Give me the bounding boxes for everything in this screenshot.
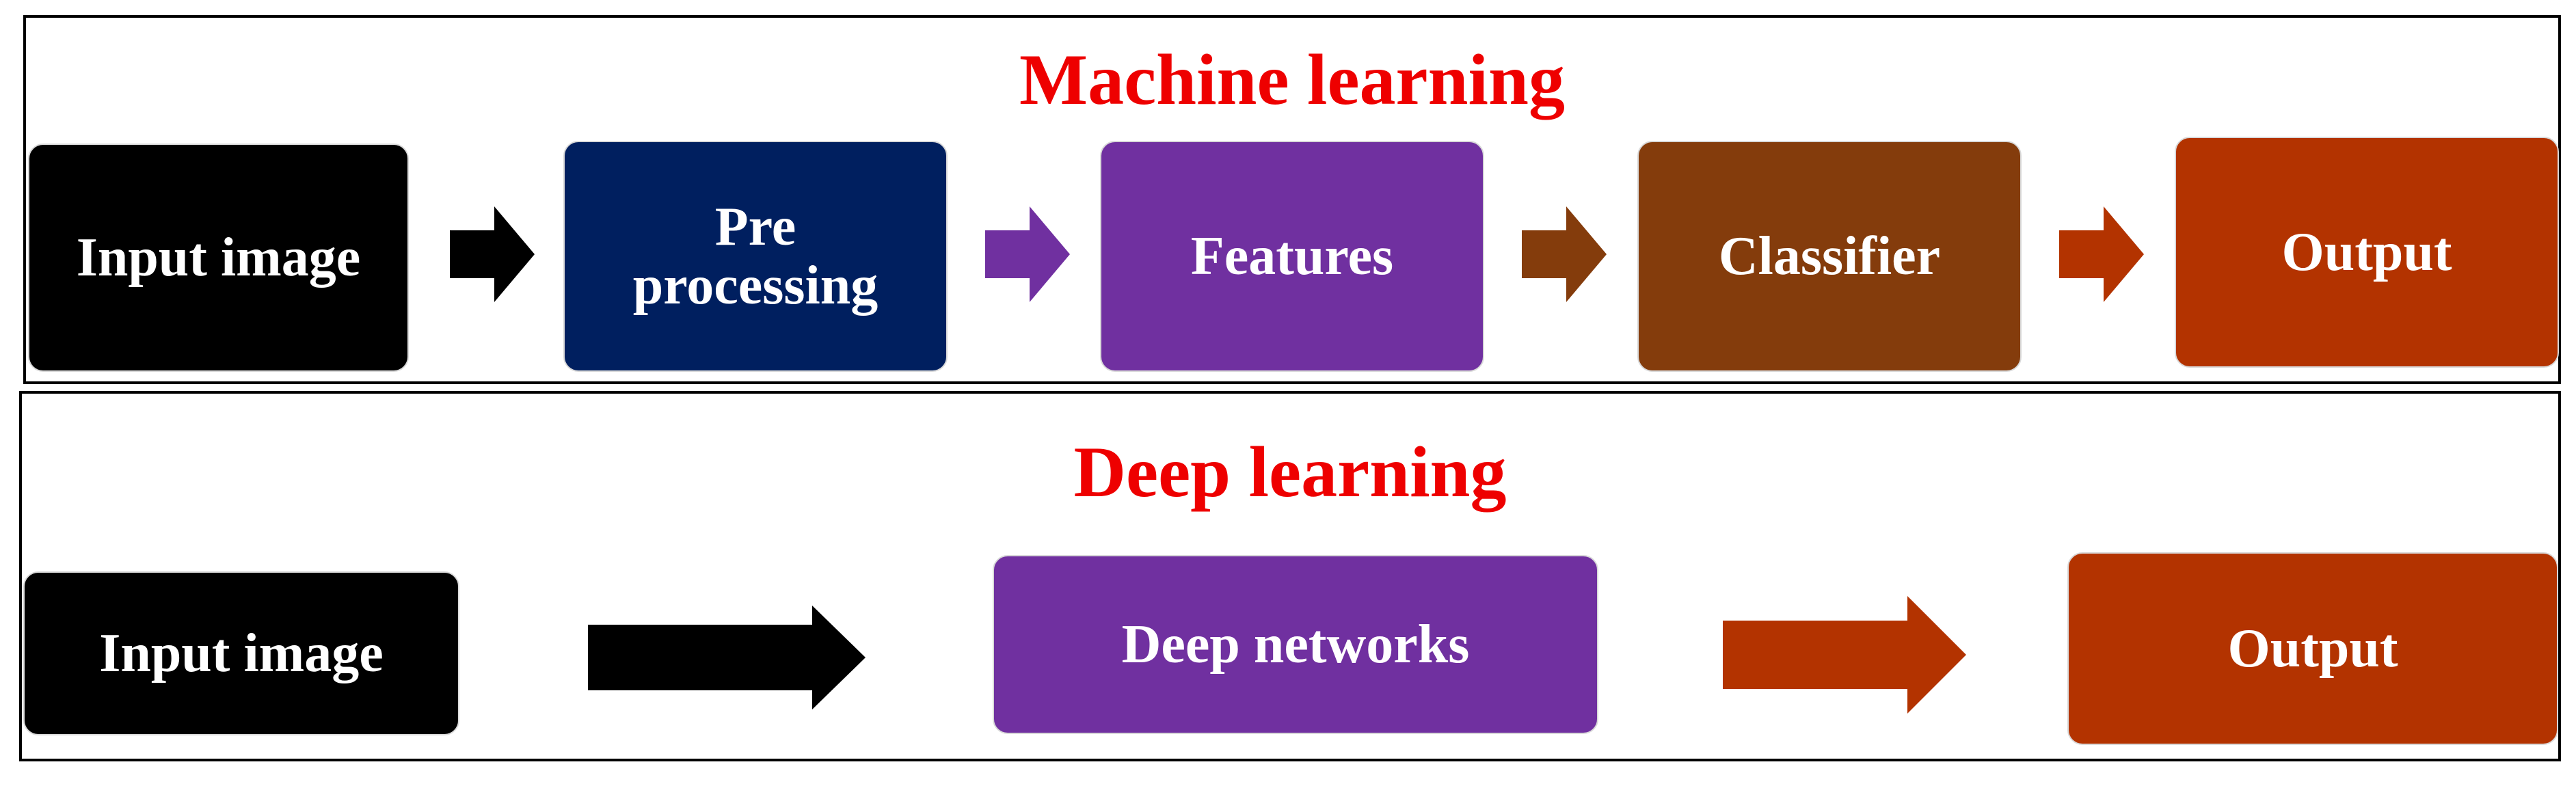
ml-preprocessing-label-line-1: Pre (714, 196, 796, 257)
ml-classifier-label: Classifier (1718, 226, 1941, 286)
ml-preprocessing-box: Pre processing (563, 141, 948, 372)
dl-output-label: Output (2227, 618, 2398, 679)
ml-input-image-box: Input image (28, 144, 409, 372)
dl-input-image-label: Input image (99, 623, 384, 683)
ml-arrow-3-icon (1522, 206, 1607, 302)
dl-arrow-1-icon (588, 606, 866, 709)
dl-arrow-2-icon (1723, 596, 1966, 714)
ml-arrow-1-icon (450, 206, 535, 302)
deep-learning-panel: Deep learning Input image Deep networks … (19, 391, 2561, 761)
machine-learning-panel: Machine learning Input image Pre process… (23, 15, 2561, 384)
dl-output-box: Output (2067, 552, 2558, 745)
deep-learning-title: Deep learning (1073, 432, 1507, 512)
dl-input-image-box: Input image (23, 571, 459, 735)
ml-output-box: Output (2175, 137, 2559, 368)
ml-features-label: Features (1190, 226, 1394, 286)
ml-input-image-label: Input image (76, 227, 361, 288)
dl-deep-networks-box: Deep networks (993, 555, 1598, 734)
ml-arrow-2-icon (985, 206, 1070, 302)
dl-deep-networks-label: Deep networks (1121, 614, 1470, 675)
ml-output-label: Output (2281, 221, 2452, 282)
ml-classifier-box: Classifier (1637, 141, 2022, 372)
ml-preprocessing-label-line-2: processing (632, 256, 878, 316)
ml-features-box: Features (1100, 141, 1484, 372)
ml-arrow-4-icon (2059, 206, 2144, 302)
machine-learning-title: Machine learning (1019, 40, 1565, 120)
